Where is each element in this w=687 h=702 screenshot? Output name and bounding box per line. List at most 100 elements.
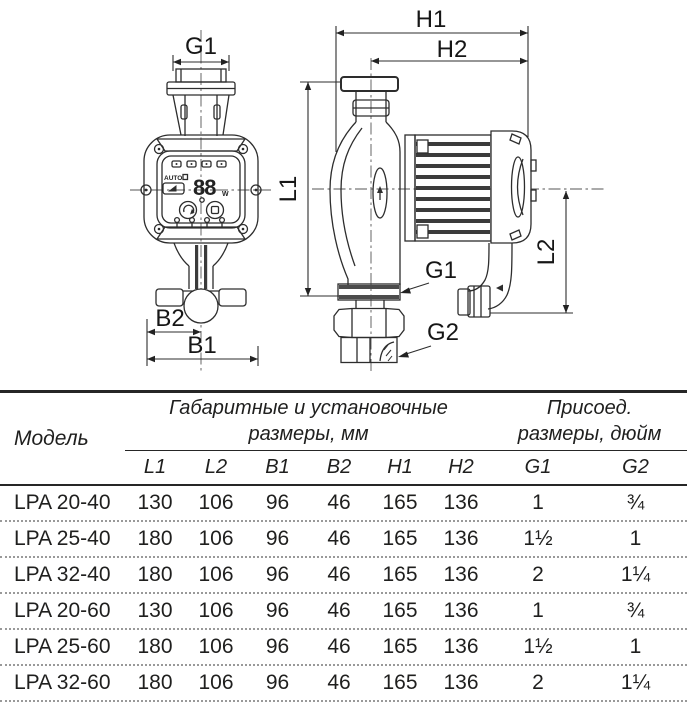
model-cell: LPA 20-40 [14,491,111,514]
value-cell: 106 [198,599,234,622]
column-header-l2: L2 [204,456,228,478]
value-cell: 46 [327,599,351,622]
table-row: LPA 25-60 180 106 96 46 165 136 1½ 1 [0,630,687,666]
neck-tab-left [180,104,188,120]
cooling-fins [416,142,490,234]
value-cell: 106 [198,671,234,694]
dimension-h1: H1 [335,6,529,152]
volute-housing [329,121,401,285]
model-cell: LPA 25-60 [14,635,111,658]
dim-label-h1: H1 [416,6,447,33]
value-cell: 1 [629,527,642,550]
dimension-l1: L1 [275,81,342,297]
value-cell: 106 [198,635,234,658]
column-header-b1: B1 [265,456,290,478]
speed-level-indicator-icons [171,160,227,168]
value-cell: 136 [443,491,479,514]
value-cell: ¾ [626,599,645,622]
panel-center-dot [199,197,205,203]
column-header-g1: G1 [524,456,552,478]
wing-nut-left [155,288,184,307]
value-cell: 1 [532,599,544,622]
group-header-inch-line2: размеры, дюйм [517,422,662,445]
rotate-mode-button-icon [178,200,198,220]
dim-label-l1: L1 [275,176,302,203]
dimensions-table: Модель Габаритные и установочные размеры… [0,390,687,702]
end-cap-notch-top [509,133,522,145]
group-header-mm: Габаритные и установочные размеры, мм [125,393,492,451]
value-cell: 106 [198,527,234,550]
table-row: LPA 32-60 180 106 96 46 165 136 2 1¼ [0,666,687,702]
value-cell: 96 [265,527,290,550]
column-header-h1: H1 [387,456,413,478]
dimension-b2: B2 [146,305,201,366]
value-cell: 165 [382,671,418,694]
elbow-connection [457,242,513,318]
union-ball [183,288,219,324]
leader-g2: G2 [398,319,459,358]
top-flange-side [340,76,399,92]
column-header-h2: H2 [448,456,474,478]
motor-clip-bottom [416,224,429,239]
dim-label-h2: H2 [437,36,468,63]
table-row: LPA 20-60 130 106 96 46 165 136 1 ¾ [0,594,687,630]
group-header-inch: Присоед. размеры, дюйм [492,393,687,451]
value-cell: 180 [137,527,173,550]
corner-screw-icons [153,143,249,235]
motor-body [404,130,537,244]
dimension-b1: B1 [147,332,259,366]
value-cell: 136 [443,527,479,550]
vent-plug-icon [372,167,388,219]
dimension-h2: H2 [371,36,528,65]
value-cell: 1½ [523,527,553,550]
watt-unit-label: W [222,191,229,198]
value-cell: 46 [327,491,351,514]
column-header-b2: B2 [326,456,352,478]
neck-tab-right [213,104,221,120]
dim-label-g2: G2 [427,319,459,346]
value-cell: 130 [137,491,173,514]
model-cell: LPA 20-60 [14,599,111,622]
column-header-g2: G2 [622,456,649,478]
neck [184,95,218,136]
value-cell: 130 [137,599,173,622]
connection-pin-icons [173,216,226,229]
value-cell: 46 [327,563,351,586]
value-cell: 96 [265,599,290,622]
top-band [155,138,247,152]
dim-label-b2: B2 [155,305,184,332]
select-mode-button-icon [205,200,225,220]
end-cap-lens [510,156,526,218]
value-cell: 136 [443,563,479,586]
terminal-tab-top [530,159,537,172]
motor-mount-plate [404,134,416,242]
column-header-l1: L1 [143,456,167,478]
elbow-union-nut [467,285,491,318]
pump-front-view: G1 [130,30,272,373]
value-cell: 2 [532,671,544,694]
value-cell: 2 [532,563,544,586]
value-cell: 180 [137,671,173,694]
column-header-model: Модель [14,426,89,450]
motor-clip-top [416,139,429,154]
value-cell: 136 [443,671,479,694]
value-cell: 1 [629,635,642,658]
value-cell: 180 [137,635,173,658]
value-cell: 165 [382,635,418,658]
terminal-tab-bottom [530,189,537,202]
model-cell: LPA 25-40 [14,527,111,550]
value-cell: 1½ [523,635,553,658]
group-header-inch-line1: Присоед. [546,396,633,419]
value-cell: 165 [382,491,418,514]
dim-label-l2: L2 [533,239,560,266]
table-header: Модель Габаритные и установочные размеры… [0,390,687,486]
pump-technical-drawing: G1 [130,6,604,374]
table-row: LPA 32-40 180 106 96 46 165 136 2 1¼ [0,558,687,594]
value-cell: ¾ [626,491,645,514]
model-cell: LPA 32-60 [14,671,111,694]
auto-label: AUTO [164,175,182,182]
pump-head-body [143,134,259,244]
lower-fitting [340,336,398,364]
dim-label-g1-front: G1 [185,33,217,60]
value-cell: 136 [443,599,479,622]
